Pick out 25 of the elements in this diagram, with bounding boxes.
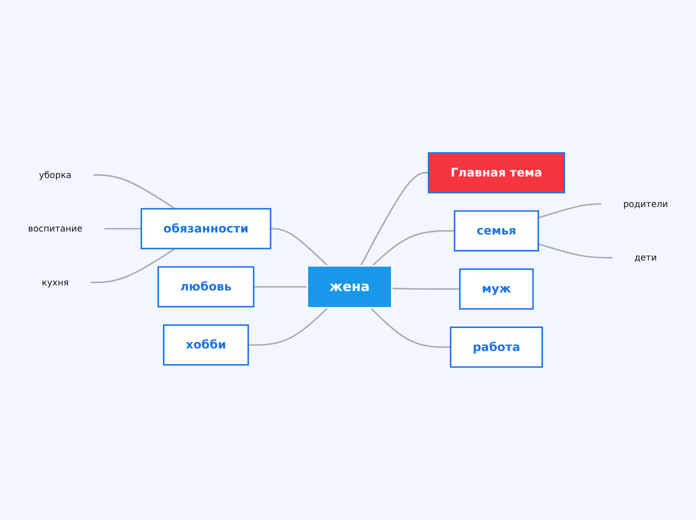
node-box: семья [454,210,540,252]
node-box: жена [306,265,392,309]
node-box: муж [459,268,534,310]
node-text: кухня [42,277,69,288]
connector [392,288,460,290]
connector [538,243,612,259]
connector [538,203,602,219]
node-text: уборка [39,170,72,180]
node-text: дети [634,252,657,263]
node-box: работа [450,326,543,368]
connector [360,172,429,266]
connector [94,174,176,210]
node-text: воспитание [28,224,82,234]
connector [270,228,328,266]
connector [254,286,308,288]
node-text: родители [623,198,668,210]
node-box: обязанности [140,208,272,250]
node-box: Главная тема [428,152,566,194]
node-box: хобби [162,324,249,366]
connector [90,248,176,284]
connector [372,230,455,266]
connector [104,228,142,230]
node-box: любовь [157,266,254,308]
connector [248,307,328,346]
connector [370,307,451,348]
